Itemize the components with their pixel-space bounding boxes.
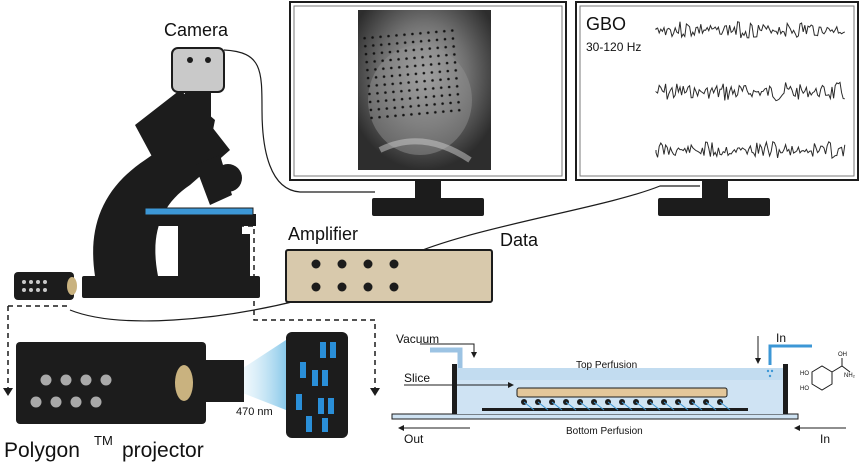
bottom-perfusion-label: Bottom Perfusion [566,426,643,437]
dashed-connectors [7,225,376,390]
tissue-slice [516,387,728,398]
amplifier-label: Amplifier [288,224,358,244]
inlet-tube-top [768,344,812,365]
data-label: Data [500,230,539,250]
camera-port-right [205,57,211,63]
chamber-wall-right [783,364,788,414]
flow-arrows [400,336,846,429]
camera [171,47,225,93]
electrode-lead [523,401,535,411]
polygon-label: Polygon [4,439,80,462]
stage-clamp [230,234,250,278]
inlet-drops [766,369,774,378]
amplifier-box [285,249,493,303]
electrode-lead [607,401,619,411]
chamber-top-layer [455,368,783,380]
electrode-lead [551,401,563,411]
polygon-projector [16,332,348,438]
projector-leds [30,374,112,408]
electrode-lead [621,401,633,411]
electrode-lead [719,401,731,411]
camera-label: Camera [164,20,229,40]
gbo-title: GBO [586,14,626,34]
chamber-bottom-plate [391,413,799,420]
slice-image-highlight [378,138,472,163]
molecule-ho-2: HO [800,386,809,392]
out-label: Out [404,432,424,446]
electrode-array-grid [362,25,466,125]
cables [69,49,700,322]
electrode-lead [691,401,703,411]
monitor-imaging [289,1,567,216]
monitor-imaging-stand [372,198,484,216]
projector-label: projector [122,439,204,462]
microscope [82,90,260,298]
vacuum-label: Vacuum [396,332,439,346]
monitor-gbo [575,1,859,216]
slice-label: Slice [404,371,430,385]
focus-knob [214,164,242,192]
monitor-gbo-stand [658,198,770,216]
led-source-body [14,272,74,300]
electrode-lead [663,401,675,411]
wavelength-label: 470 nm [236,406,273,418]
chamber-wall-left [452,364,457,414]
pattern-stripes [296,342,336,432]
stage-sample [144,207,254,216]
flow-arrowheads [398,352,800,431]
projector-beam [240,340,286,410]
electrode-lead [677,401,689,411]
molecule-ho-1: HO [800,371,809,377]
led-source [14,272,77,300]
electrode-lead [635,401,647,411]
in-bottom-label: In [820,432,830,446]
vacuum-arrow [420,343,475,354]
in-top-label: In [776,331,786,345]
gbo-trace-1 [655,21,846,39]
stage [128,214,256,226]
vacuum-tube [430,347,463,368]
arrowhead-left [3,388,13,396]
camera-port-left [187,57,193,63]
molecule-oh: OH [838,352,847,358]
dashed-line-stage [230,225,376,390]
electrode-lead [649,401,661,411]
electrode-lead [579,401,591,411]
monitor-gbo-neck [702,180,728,198]
camera-body [171,47,225,93]
led-source-lens [67,277,77,295]
molecule-nh2: NH₂ [844,373,856,379]
gbo-trace-2 [655,81,845,102]
electrode-lead [565,401,577,411]
dopamine-molecule [811,358,851,391]
electrode-lead [537,401,549,411]
amplifier-ports [311,259,399,292]
electrode-lead [705,401,717,411]
electrodes [521,399,731,411]
projector-lens [175,365,193,401]
led-cable [69,299,301,322]
arrowhead-right [370,388,380,396]
top-perfusion-label: Top Perfusion [576,360,637,371]
camera-cable [223,49,375,193]
microscope-base [82,276,260,298]
data-cable [394,185,700,263]
gbo-band: 30-120 Hz [586,40,641,54]
monitor-imaging-neck [415,180,441,198]
chamber-mesh [482,408,748,411]
electrode-lead [593,401,605,411]
projector-nozzle [204,360,244,402]
camera-tube [185,92,211,122]
monitor-gbo-screen [579,5,855,177]
tm-label: TM [94,433,113,448]
perfusion-chamber [391,336,851,431]
led-source-dots [22,280,47,292]
amplifier [285,249,493,303]
gbo-trace-3 [655,140,846,159]
projector-body [16,342,206,424]
